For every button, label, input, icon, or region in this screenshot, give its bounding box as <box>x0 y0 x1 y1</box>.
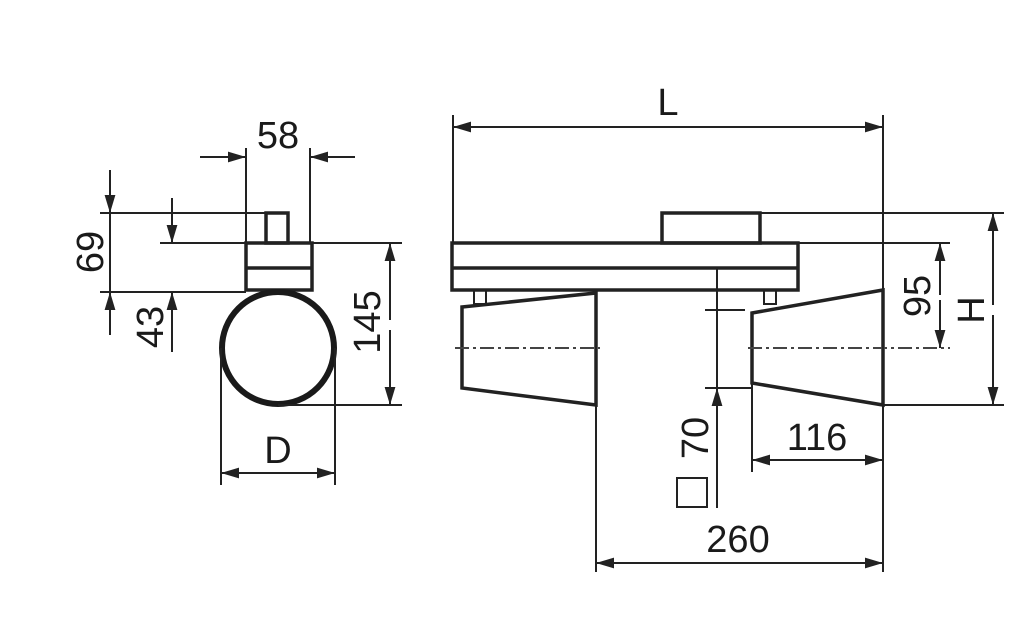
dim-260-label: 260 <box>706 519 769 561</box>
dim-d-label: D <box>264 430 291 472</box>
adapter-top <box>660 211 762 245</box>
mount-stub <box>264 211 290 245</box>
dim-58-label: 58 <box>257 115 299 157</box>
dim-l-label: L <box>657 82 678 124</box>
dim-116-label: 116 <box>787 417 848 459</box>
dim-95-label: 95 <box>897 275 939 317</box>
post-left <box>473 289 487 305</box>
dim-43-label: 43 <box>130 306 172 348</box>
side-view: 58 69 43 145 D <box>70 115 402 485</box>
dim-70-label: 70 <box>675 417 717 459</box>
lamp-head-circle <box>219 289 337 407</box>
front-view: L 70 116 260 95 H <box>450 82 1004 572</box>
square-symbol-icon <box>676 477 708 508</box>
dim-69-label: 69 <box>70 231 112 273</box>
post-right <box>763 289 777 305</box>
dim-145-label: 145 <box>347 290 389 353</box>
dim-h-label: H <box>951 296 993 323</box>
